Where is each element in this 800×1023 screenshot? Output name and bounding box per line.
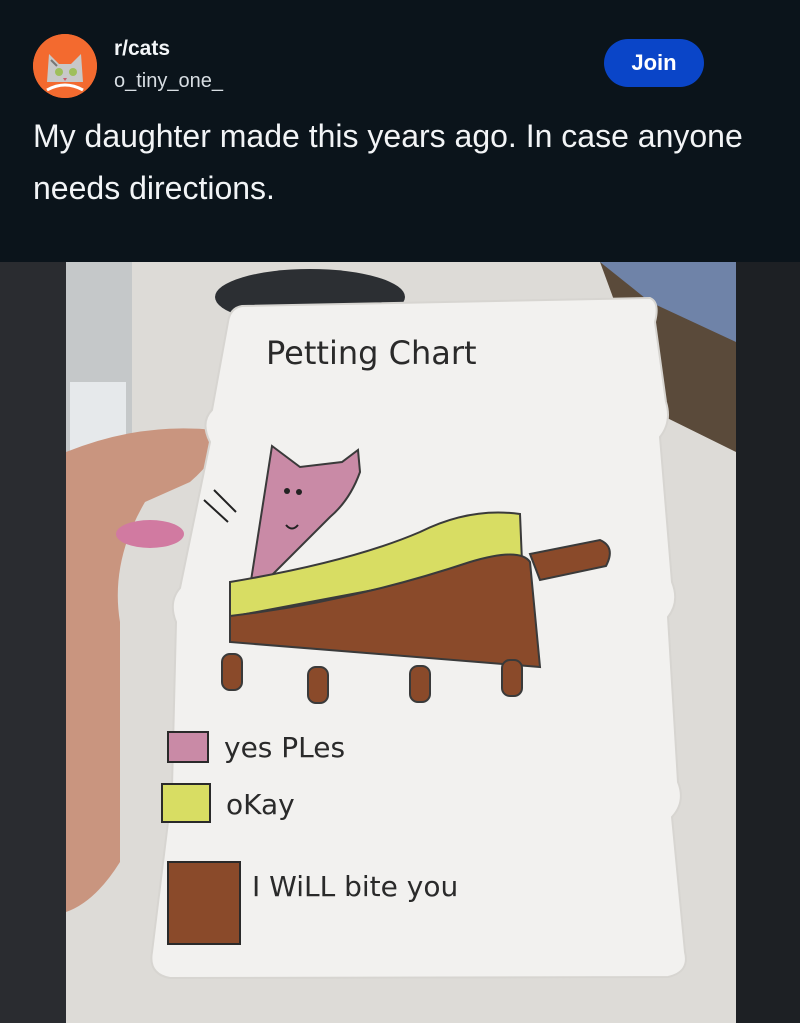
post-title: My daughter made this years ago. In case… bbox=[33, 118, 743, 206]
post-author[interactable]: o_tiny_one_ bbox=[114, 70, 223, 92]
post-header: r/cats o_tiny_one_ Join My daughter made… bbox=[0, 0, 800, 262]
subreddit-avatar[interactable] bbox=[33, 34, 97, 98]
post-image[interactable]: Petting Chart yes PLes oKay I WiLL bite … bbox=[0, 262, 800, 1023]
cat-avatar-icon bbox=[33, 34, 97, 98]
legend-label-2: oKay bbox=[226, 788, 295, 821]
drawing-heading: Petting Chart bbox=[266, 334, 477, 372]
petting-chart-photo: Petting Chart yes PLes oKay I WiLL bite … bbox=[0, 262, 800, 1023]
subreddit-name[interactable]: r/cats bbox=[114, 37, 171, 60]
legend-label-1: yes PLes bbox=[224, 731, 345, 764]
join-button[interactable]: Join bbox=[604, 39, 704, 87]
legend-label-3: I WiLL bite you bbox=[252, 870, 458, 903]
